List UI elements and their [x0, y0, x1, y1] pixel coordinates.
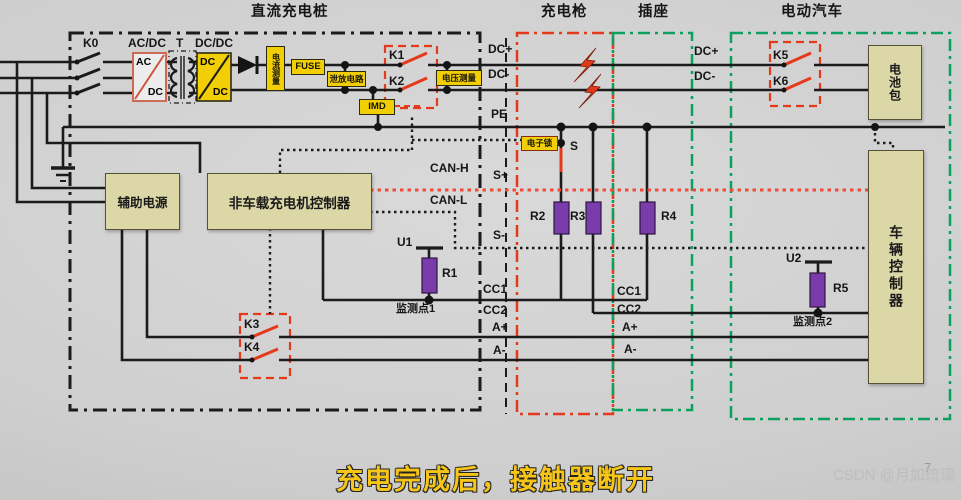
r2-resistor — [553, 201, 570, 235]
battery-pack-box: 电池包 — [868, 45, 922, 120]
u1-u2-probe-bars — [416, 246, 832, 264]
dcdc-label: DC/DC — [195, 36, 233, 50]
monitor2-label: 监测点2 — [793, 316, 833, 328]
cc1-label-pile: CC1 — [483, 282, 508, 296]
ac-text: AC — [136, 56, 152, 68]
r5-resistor — [809, 272, 826, 308]
cc1-line — [321, 228, 647, 302]
acdc-converter-box — [132, 52, 167, 102]
k3-k4-box — [238, 312, 292, 380]
resistor-rects — [421, 201, 826, 308]
charger-controller-box: 非车载充电机控制器 — [207, 173, 372, 230]
u1-label: U1 — [397, 235, 413, 249]
s-minus-label: S- — [493, 228, 505, 242]
acdc-label: AC/DC — [128, 36, 166, 50]
cc2-label-pile: CC2 — [483, 303, 508, 317]
vehicle-controller-box: 车辆控制器 — [868, 150, 924, 384]
a-minus-label-pile: A- — [493, 343, 506, 357]
dc-in-text: DC — [200, 56, 216, 68]
k3-label: K3 — [244, 317, 260, 331]
pe-label: PE — [491, 107, 508, 121]
k5-label: K5 — [773, 48, 789, 62]
earth-ground-icon — [51, 166, 75, 182]
can-h-label: CAN-H — [430, 161, 469, 175]
k5-k6-box — [768, 40, 822, 108]
diode-icon — [238, 56, 259, 74]
can-l-s-minus-dotted-lines — [268, 115, 895, 314]
socket-border — [611, 31, 694, 412]
dc-text: DC — [147, 86, 163, 98]
dc-minus-label-socket: DC- — [694, 69, 716, 83]
r3-r4-lines — [591, 127, 649, 313]
elock-box: 电子锁 — [521, 136, 558, 151]
k2-label: K2 — [389, 74, 405, 88]
monitor1-label: 监测点1 — [396, 303, 436, 315]
dc-plus-label-pile: DC+ — [488, 42, 513, 56]
r2-label: R2 — [530, 209, 546, 223]
dcdc-box-text: DC DC — [197, 53, 231, 101]
dc-plus-label-socket: DC+ — [694, 44, 719, 58]
lightning-bolt-icons — [573, 47, 602, 109]
title-pile: 直流充电桩 — [251, 4, 329, 20]
r1-resistor — [421, 257, 438, 294]
k0-switch-blades — [76, 51, 101, 95]
title-ev: 电动汽车 — [781, 4, 843, 20]
dcdc-converter-box — [196, 52, 232, 102]
title-gun: 充电枪 — [541, 4, 588, 20]
pile-border — [68, 31, 482, 412]
ac-input-lines — [0, 60, 133, 95]
cc1-label-socket: CC1 — [617, 284, 642, 298]
region-borders — [68, 31, 952, 421]
red-switch-blades — [251, 51, 812, 362]
cc2-label-socket: CC2 — [617, 302, 642, 316]
page-number: 7 — [924, 460, 932, 475]
watermark-text: CSDN @月如琉璃 — [833, 467, 955, 484]
junction-dots — [74, 59, 879, 363]
imd-box: IMD — [359, 99, 395, 115]
r3-label: R3 — [570, 209, 586, 223]
gun-border — [515, 31, 615, 416]
r4-resistor — [639, 201, 656, 235]
a-plus-label-socket: A+ — [622, 320, 638, 334]
r5-label: R5 — [833, 281, 849, 295]
s-switch-label: S — [570, 139, 579, 153]
u2-label: U2 — [786, 251, 802, 265]
a-plus-line — [145, 228, 868, 339]
r3-resistor — [585, 201, 602, 235]
aux-power-box: 辅助电源 — [105, 173, 180, 230]
s-plus-label: S+ — [493, 168, 509, 182]
k6-label: K6 — [773, 74, 789, 88]
fuse-box: FUSE — [291, 59, 325, 75]
dc-minus-label-pile: DC- — [488, 67, 510, 81]
transformer-icon — [168, 50, 197, 104]
voltage-measure-box: 电压测量 — [436, 70, 482, 86]
title-socket: 插座 — [638, 4, 669, 20]
k4-label: K4 — [244, 340, 260, 354]
acdc-box-text: AC DC — [133, 53, 166, 101]
t-label: T — [176, 36, 184, 50]
a-minus-label-socket: A- — [624, 342, 637, 356]
k1-label: K1 — [389, 48, 405, 62]
dc-out-text: DC — [212, 86, 228, 98]
k0-label: K0 — [83, 36, 99, 50]
a-minus-line — [120, 228, 868, 362]
caption-text: 充电完成后，接触器断开 — [335, 464, 655, 496]
aux-feed-lines — [15, 62, 202, 204]
bleeder-box: 泄放电路 — [327, 71, 366, 87]
current-measure-box: 电流测量 — [266, 46, 285, 91]
a-plus-label-pile: A+ — [492, 320, 508, 334]
can-l-label: CAN-L — [430, 193, 468, 207]
ev-border — [729, 31, 952, 421]
r4-label: R4 — [661, 209, 677, 223]
r1-label: R1 — [442, 266, 458, 280]
